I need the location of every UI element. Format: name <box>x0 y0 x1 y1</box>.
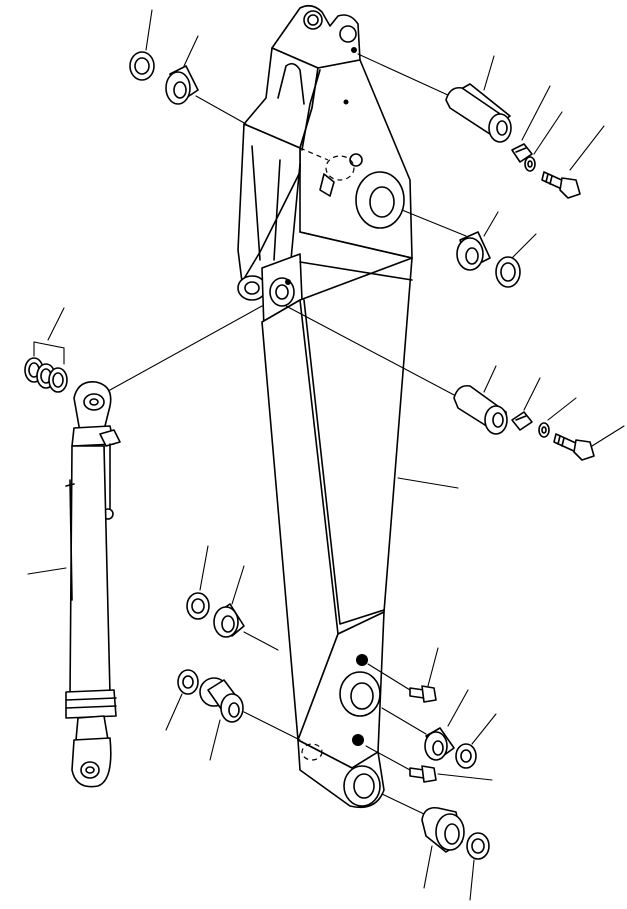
leader-line <box>591 425 625 447</box>
leader-line <box>569 125 605 171</box>
bolt-icon <box>541 171 581 199</box>
leader-line <box>357 53 451 97</box>
leader-line <box>447 689 469 727</box>
leader-line <box>471 713 497 745</box>
leader-line <box>145 9 153 51</box>
flanged-bushing-icon <box>421 806 465 853</box>
leader-line <box>365 745 411 771</box>
grease-fitting-icon <box>409 765 437 783</box>
washer-icon <box>538 422 550 438</box>
leader-line <box>437 773 493 781</box>
washer-icon <box>524 156 536 172</box>
leader-line <box>165 693 183 731</box>
shim-rings-icon <box>24 341 68 393</box>
leader-line <box>243 711 301 741</box>
leader-line <box>423 845 433 889</box>
seal-ring-icon <box>466 832 490 860</box>
leader-line <box>427 647 439 687</box>
leader-line <box>523 377 541 411</box>
lock-plate-icon <box>511 143 533 163</box>
seal-ring-icon <box>129 51 155 81</box>
seal-ring-icon <box>177 669 199 695</box>
leader-line <box>483 211 499 237</box>
bushing-icon <box>213 603 245 638</box>
leader-line <box>469 859 475 901</box>
bushing-icon <box>424 727 455 761</box>
seal-ring-icon <box>495 256 521 288</box>
leader-line <box>547 397 577 421</box>
leader-line <box>285 305 457 397</box>
bushing-icon <box>456 231 491 271</box>
leader-line <box>209 719 221 761</box>
leader-line <box>243 631 279 651</box>
flanged-bushing-icon <box>199 677 244 723</box>
leader-line <box>511 233 537 259</box>
leader-line <box>231 565 245 605</box>
hydraulic-cylinder-icon <box>65 381 121 788</box>
leader-line <box>47 307 65 341</box>
pin-icon <box>445 83 512 143</box>
leader-line <box>195 95 247 125</box>
leader-line <box>533 111 563 155</box>
leader-line <box>521 85 551 141</box>
leader-line <box>401 209 467 237</box>
bolt-icon <box>553 433 595 461</box>
seal-ring-icon <box>186 592 210 620</box>
leader-line <box>381 707 427 735</box>
leader-line <box>183 35 199 67</box>
bushing-icon <box>165 65 199 105</box>
leader-line <box>483 55 495 91</box>
leader-line <box>381 793 425 815</box>
pin-icon <box>453 384 508 435</box>
grease-fitting-icon <box>409 685 437 703</box>
lock-plate-icon <box>511 411 533 431</box>
leader-line <box>27 567 67 575</box>
arm-frame-icon <box>237 4 413 809</box>
leader-line <box>397 477 459 489</box>
leader-line <box>109 305 263 391</box>
leader-line <box>199 545 209 591</box>
leader-line <box>483 365 497 393</box>
seal-ring-icon <box>455 743 477 769</box>
leader-line <box>367 663 411 691</box>
